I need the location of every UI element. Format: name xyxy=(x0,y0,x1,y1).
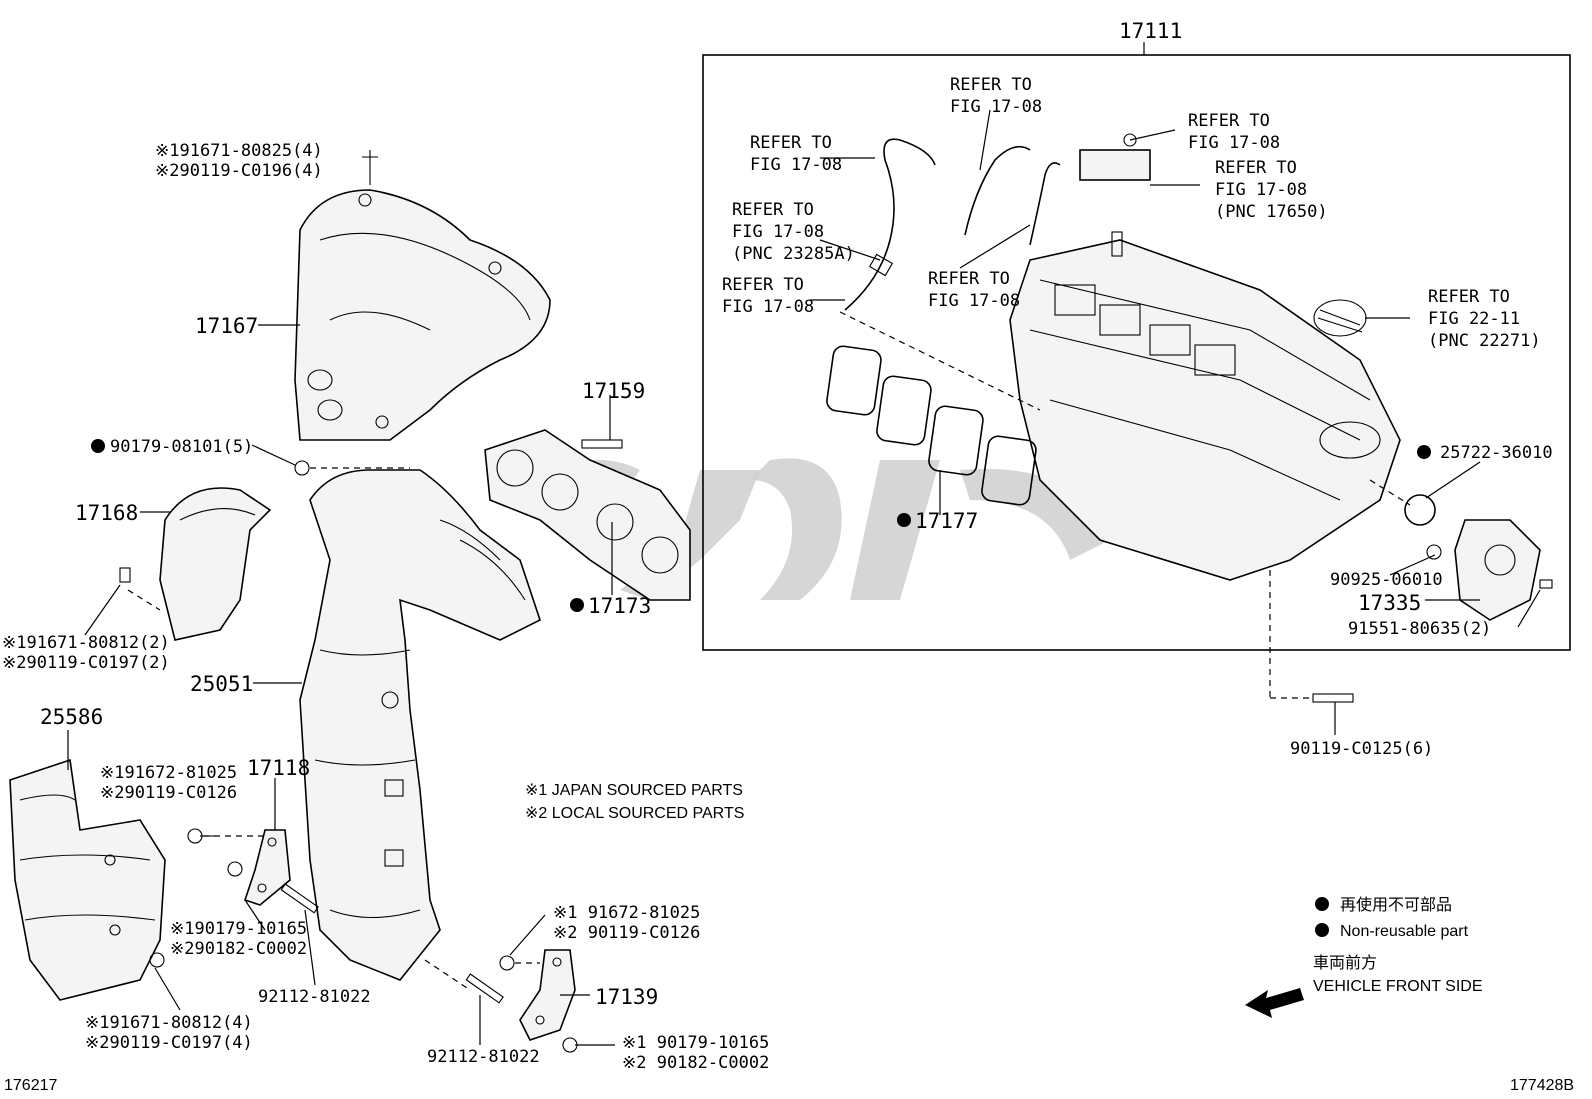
refer-note: REFER TO FIG 17-08 xyxy=(950,75,1042,117)
assembly-callout: 17111 xyxy=(1119,19,1182,43)
svg-text:REFER TO: REFER TO xyxy=(1215,158,1297,178)
refer-note: REFER TO FIG 17-08 xyxy=(750,133,842,175)
bolt-label: ※2 90119-C0126 xyxy=(553,923,700,943)
stud-label: 92112-81022 xyxy=(427,1047,540,1067)
dashed-lines xyxy=(127,311,1411,991)
legend-front-en: VEHICLE FRONT SIDE xyxy=(1313,978,1483,995)
legend-dot xyxy=(1315,897,1329,911)
leader-lines xyxy=(67,109,1541,1046)
svg-text:REFER TO: REFER TO xyxy=(1428,287,1510,307)
legend-front-jp: 車両前方 xyxy=(1313,954,1377,972)
svg-text:FIG 17-08: FIG 17-08 xyxy=(1188,133,1280,153)
note-local: ※2 LOCAL SOURCED PARTS xyxy=(525,805,744,822)
exhaust-gasket xyxy=(484,429,691,601)
callout-17159: 17159 xyxy=(582,379,645,403)
svg-text:(PNC 23285A): (PNC 23285A) xyxy=(732,244,855,264)
seal-label: 90925-06010 xyxy=(1330,570,1443,590)
bolt-label: ※290119-C0196(4) xyxy=(155,161,323,181)
refer-note: REFER TO FIG 17-08 xyxy=(928,269,1020,311)
svg-text:REFER TO: REFER TO xyxy=(928,269,1010,289)
bolt-label: 91551-80635(2) xyxy=(1348,619,1491,639)
bolt-label: ※191672-81025 xyxy=(100,763,237,783)
callout-25051: 25051 xyxy=(190,672,253,696)
svg-text:FIG 17-08: FIG 17-08 xyxy=(928,291,1020,311)
vacuum-hoses xyxy=(844,133,1151,311)
nut-label: ※290182-C0002 xyxy=(170,939,307,959)
refer-note: REFER TO FIG 17-08 (PNC 23285A) xyxy=(732,200,855,264)
refer-note: REFER TO FIG 17-08 (PNC 17650) xyxy=(1215,158,1328,222)
throttle-body xyxy=(1404,494,1553,621)
nut-label: ※190179-10165 xyxy=(170,919,307,939)
callout-17335: 17335 xyxy=(1358,591,1421,615)
callout-17118: 17118 xyxy=(247,756,310,780)
oring-label: 25722-36010 xyxy=(1440,443,1553,463)
callout-17168: 17168 xyxy=(75,501,138,525)
refer-note: REFER TO FIG 22-11 (PNC 22271) xyxy=(1428,287,1541,351)
svg-text:FIG 17-08: FIG 17-08 xyxy=(1215,180,1307,200)
svg-text:REFER TO: REFER TO xyxy=(750,133,832,153)
callout-17167: 17167 xyxy=(195,314,258,338)
svg-text:FIG 17-08: FIG 17-08 xyxy=(732,222,824,242)
bolt-label: ※191671-80812(2) xyxy=(2,633,170,653)
svg-text:(PNC 17650): (PNC 17650) xyxy=(1215,202,1328,222)
callout-17173: 17173 xyxy=(588,594,651,618)
nut-label: ※2 90182-C0002 xyxy=(622,1053,769,1073)
fasteners xyxy=(149,460,1354,1053)
note-japan: ※1 JAPAN SOURCED PARTS xyxy=(525,782,743,799)
bolt-label: ※191671-80812(4) xyxy=(85,1013,253,1033)
svg-text:REFER TO: REFER TO xyxy=(1188,111,1270,131)
bolt-label: ※1 91672-81025 xyxy=(553,903,700,923)
legend-nonreusable-en: Non-reusable part xyxy=(1340,923,1469,940)
bolt-label: ※290119-C0197(4) xyxy=(85,1033,253,1053)
bracket-17118 xyxy=(243,829,291,906)
svg-text:REFER TO: REFER TO xyxy=(722,275,804,295)
heat-insulator-front xyxy=(9,758,166,1001)
svg-text:FIG 17-08: FIG 17-08 xyxy=(950,97,1042,117)
bracket-17139 xyxy=(519,949,576,1041)
front-arrow-icon xyxy=(1245,988,1304,1018)
svg-text:FIG 17-08: FIG 17-08 xyxy=(722,297,814,317)
figure-id-right: 177428B xyxy=(1510,1077,1574,1094)
legend-nonreusable-jp: 再使用不可部品 xyxy=(1340,896,1452,914)
legend-dot xyxy=(1315,923,1329,937)
svg-text:REFER TO: REFER TO xyxy=(732,200,814,220)
intake-gaskets xyxy=(826,345,1037,506)
nonreusable-dot xyxy=(91,439,105,453)
intake-assembly-frame xyxy=(702,42,1571,651)
nonreusable-dot xyxy=(570,598,584,612)
svg-text:FIG 17-08: FIG 17-08 xyxy=(750,155,842,175)
seal-washer xyxy=(1426,544,1442,560)
bolt-label: ※290119-C0197(2) xyxy=(2,653,170,673)
refer-note: REFER TO FIG 17-08 xyxy=(722,275,814,317)
nut-label: ※1 90179-10165 xyxy=(622,1033,769,1053)
svg-text:REFER TO: REFER TO xyxy=(950,75,1032,95)
callout-25586: 25586 xyxy=(40,705,103,729)
refer-note: REFER TO FIG 17-08 xyxy=(1188,111,1280,153)
svg-text:(PNC 22271): (PNC 22271) xyxy=(1428,331,1541,351)
bolt-label: 90119-C0125(6) xyxy=(1290,739,1433,759)
heat-insulator-lower xyxy=(119,487,272,641)
callout-17177: 17177 xyxy=(915,509,978,533)
vsv-valve xyxy=(1079,149,1151,181)
nut-label: 90179-08101(5) xyxy=(110,437,253,457)
bolt-label: ※290119-C0126 xyxy=(100,783,237,803)
nonreusable-dot xyxy=(1417,445,1431,459)
exhaust-manifold-converter xyxy=(299,469,541,981)
callout-17139: 17139 xyxy=(595,985,658,1009)
svg-text:FIG 22-11: FIG 22-11 xyxy=(1428,309,1520,329)
bolt-label: ※191671-80825(4) xyxy=(155,141,323,161)
heat-insulator-upper xyxy=(294,150,551,441)
o-ring xyxy=(1404,494,1436,526)
stud-17159 xyxy=(581,439,623,449)
nonreusable-dot xyxy=(897,513,911,527)
stud-label: 92112-81022 xyxy=(258,987,371,1007)
figure-id-left: 176217 xyxy=(4,1077,57,1094)
